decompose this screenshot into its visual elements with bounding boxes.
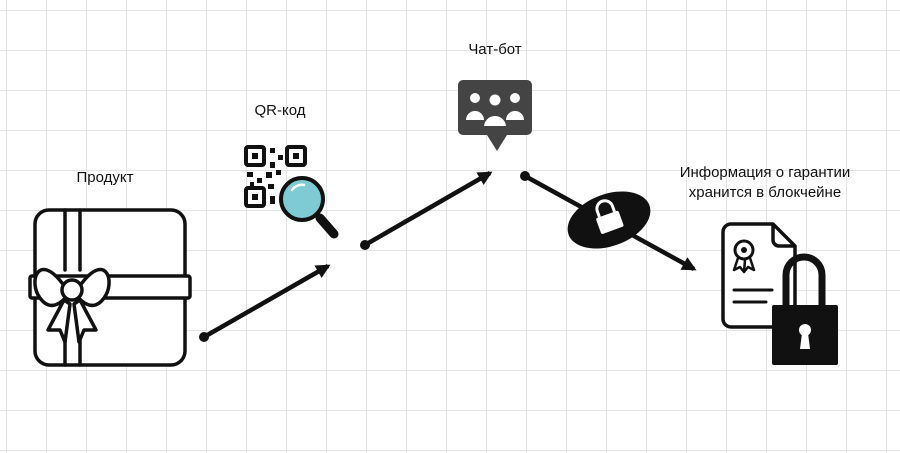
blockchain-info-label-line1: Информация о гарантии [679, 164, 851, 181]
chat-group-icon [458, 80, 532, 151]
product-label: Продукт [76, 169, 134, 186]
arrow-start-dot [520, 171, 530, 181]
chatbot-label: Чат-бот [468, 41, 522, 58]
qr-code-label: QR-код [254, 102, 306, 119]
certificate-lock-icon [721, 222, 838, 365]
blockchain-info-label: Информация о гарантии хранится в блокчей… [640, 163, 890, 203]
arrow-product-to-qr [202, 264, 331, 339]
blockchain-info-label-line2: хранится в блокчейне [688, 184, 842, 201]
arrow-start-dot [199, 332, 209, 342]
qr-search-icon [244, 145, 339, 239]
arrow-qr-to-chatbot [363, 171, 493, 247]
arrow-start-dot [360, 240, 370, 250]
gift-box-icon [28, 208, 192, 367]
lock-badge-icon [567, 191, 651, 249]
